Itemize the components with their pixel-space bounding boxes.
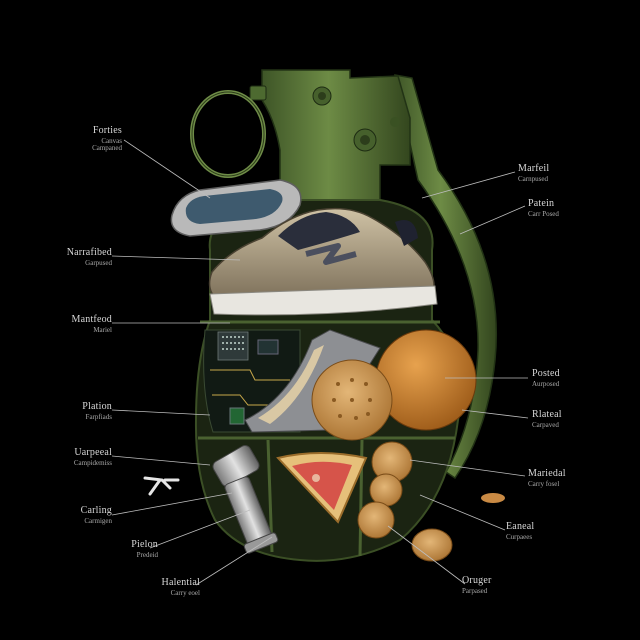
callout-left-7: Pielon Predeid <box>90 540 158 559</box>
callout-subtitle: Carpaved <box>532 421 559 429</box>
callout-title: Mantfeod <box>71 314 112 325</box>
callout-title: Eaneal <box>506 521 535 532</box>
callout-title: Mariedal <box>528 468 566 479</box>
callout-right-1: Marfeil Carnpused <box>518 164 549 183</box>
callout-subtitle: Farpfiads <box>85 413 112 421</box>
callout-title: Marfeil <box>518 163 550 174</box>
pizza-slice <box>276 452 368 524</box>
safety-lever <box>394 74 498 480</box>
callout-left-3: Mantfeod Mariel <box>40 315 112 334</box>
callout-right-2: Patein Carr Posed <box>528 199 559 218</box>
callout-subtitle: Garpused <box>85 259 112 267</box>
callout-title: Plation <box>82 401 112 412</box>
callout-right-6: Eaneal Curpaees <box>506 522 534 541</box>
callout-subtitle: Carnpused <box>518 175 548 183</box>
callout-left-8: Halential Carry eoel <box>128 578 200 597</box>
callout-subtitle: Carry fosel <box>528 480 560 488</box>
sneaker <box>208 207 438 316</box>
callout-title: Pielon <box>131 539 158 550</box>
callout-right-7: Oruger Parpased <box>462 576 492 595</box>
faucet <box>212 445 279 554</box>
callout-right-3: Posted Aurposed <box>532 369 560 388</box>
callout-left-4: Plation Farpfiads <box>40 402 112 421</box>
callout-title: Carling <box>80 505 112 516</box>
callout-title: Posted <box>532 368 560 379</box>
fuse-head <box>261 69 411 206</box>
callout-title: Rlateal <box>532 409 562 420</box>
cracker <box>311 359 393 441</box>
callout-subtitle: Aurposed <box>532 380 560 388</box>
callout-title: Halential <box>161 577 200 588</box>
callout-left-1: Forties Canvas Campaned <box>62 126 122 152</box>
callout-title: Patein <box>528 198 555 209</box>
callout-right-4: Rlateal Carpaved <box>532 410 562 429</box>
callout-subtitle: Campidemiss <box>73 459 112 467</box>
callout-title: Oruger <box>462 575 492 586</box>
callout-subtitle: Parpased <box>462 587 488 595</box>
callout-subtitle: Canvas Campaned <box>92 137 122 152</box>
callout-subtitle: Carry eoel <box>170 589 200 597</box>
callout-title: Narrafibed <box>66 247 112 258</box>
callout-subtitle: Carr Posed <box>528 210 559 218</box>
callout-subtitle: Curpaees <box>506 533 533 541</box>
callout-subtitle: Predeid <box>136 551 158 559</box>
callout-subtitle: Mariel <box>93 326 112 334</box>
callout-title: Forties <box>92 125 122 136</box>
callout-left-5: Uarpeeal Campidemiss <box>40 448 112 467</box>
bread-roll <box>375 329 477 431</box>
callout-left-6: Carling Carmigen <box>40 506 112 525</box>
small-hook <box>143 476 180 496</box>
callout-title: Uarpeeal <box>74 447 112 458</box>
callout-right-5: Mariedal Carry fosel <box>528 469 566 488</box>
callout-left-2: Narrafibed Garpused <box>40 248 112 267</box>
callout-subtitle: Carmigen <box>84 517 112 525</box>
